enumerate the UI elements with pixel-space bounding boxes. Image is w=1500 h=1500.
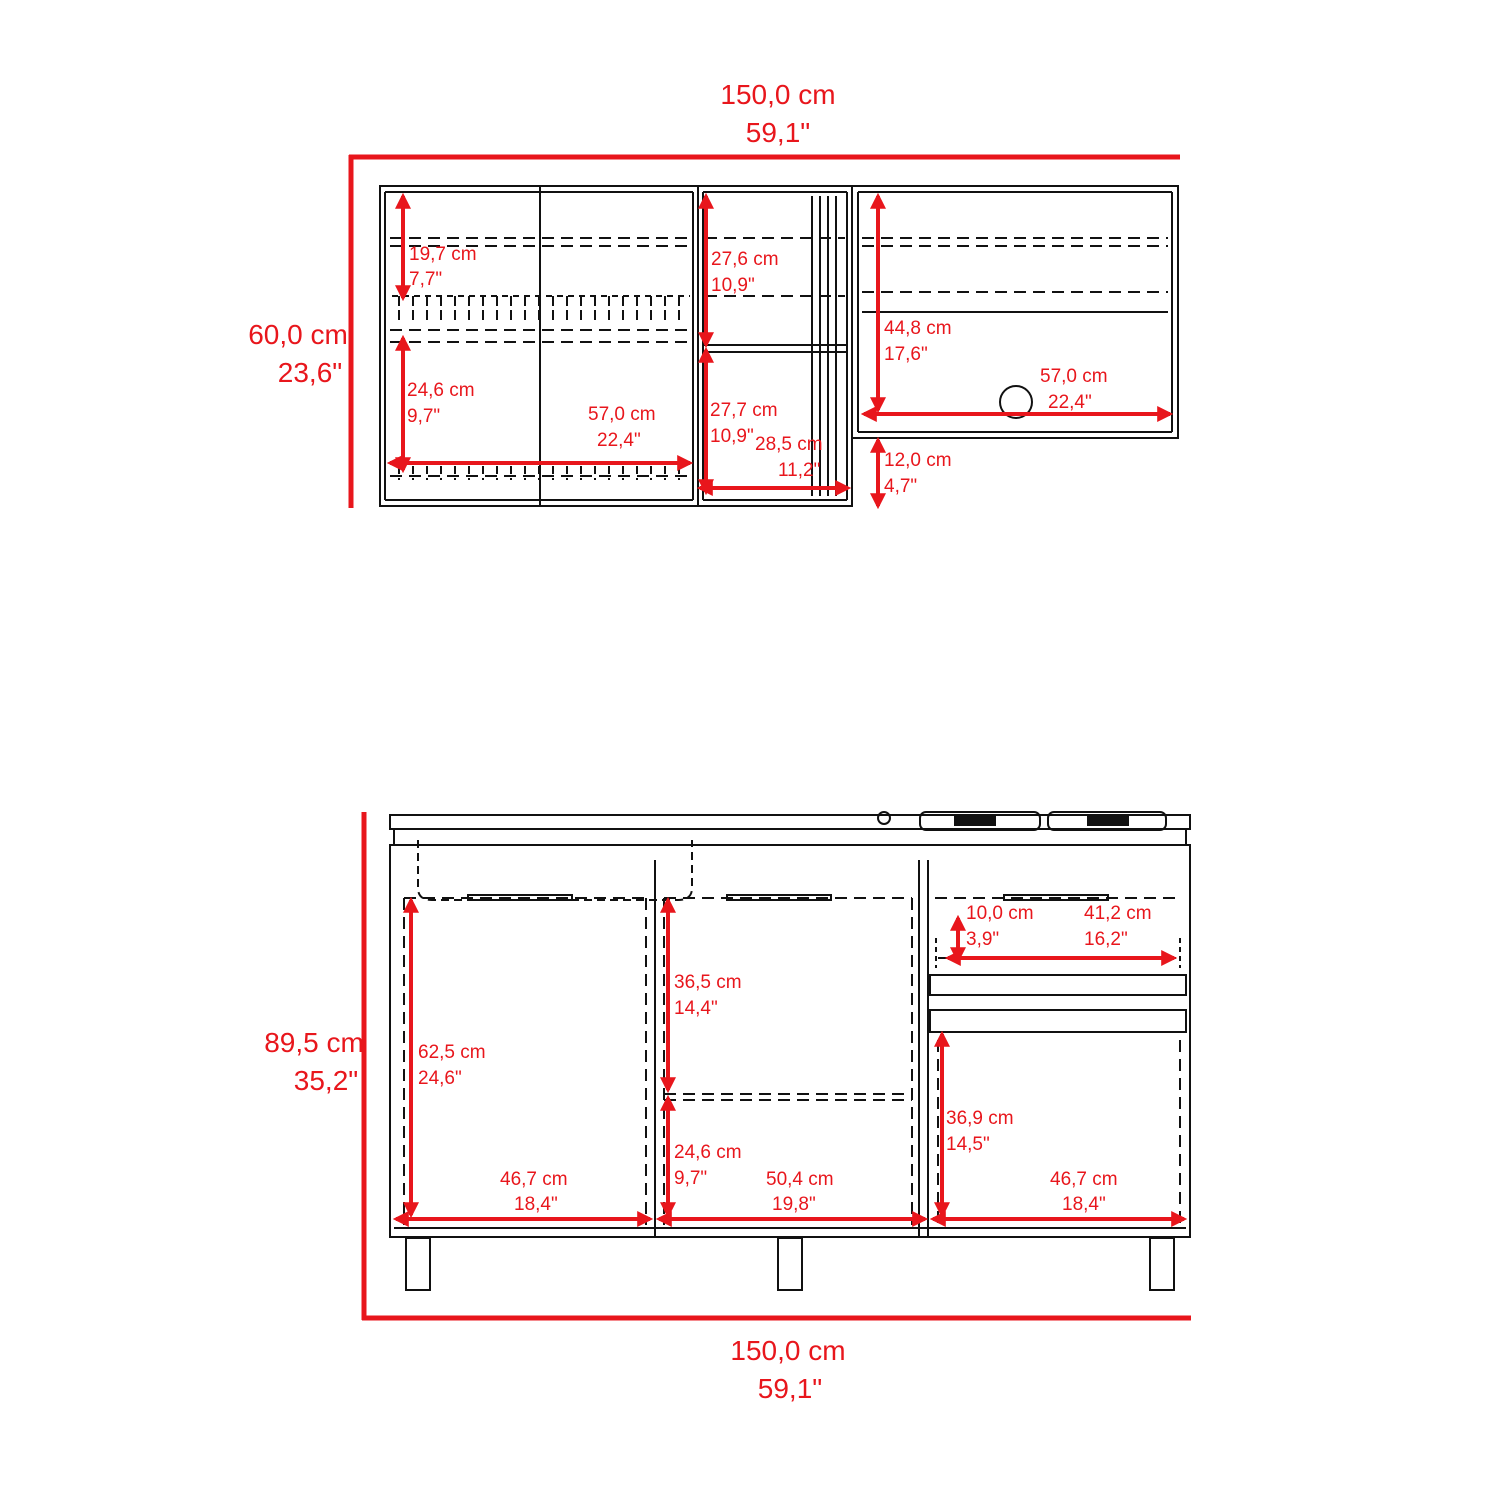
- upper-dish-top-cm: 19,7 cm: [409, 244, 477, 265]
- upper-height-in: 23,6": [278, 357, 342, 388]
- lower-width-in: 59,1": [758, 1373, 822, 1404]
- lower-right-width-cm: 46,7 cm: [1050, 1169, 1118, 1190]
- upper-dish-width-in: 22,4": [597, 430, 641, 451]
- lower-left-height-cm: 62,5 cm: [418, 1042, 486, 1063]
- upper-tray-rack: [392, 466, 690, 480]
- gas-valve-icon: [877, 811, 891, 825]
- lower-height-in: 35,2": [294, 1065, 358, 1096]
- lower-right-height-cm: 36,9 cm: [946, 1108, 1014, 1129]
- lower-width-cm: 150,0 cm: [730, 1335, 845, 1366]
- lower-middle-upper-cm: 36,5 cm: [674, 972, 742, 993]
- upper-dish-rack: [392, 296, 690, 324]
- upper-height-cm: 60,0 cm: [248, 319, 348, 350]
- lower-leg-middle: [777, 1237, 803, 1291]
- lower-handle-right: [1003, 894, 1109, 901]
- lower-dim-arrows: [392, 896, 1188, 1227]
- upper-middle-upper-in: 10,9": [711, 275, 755, 296]
- lower-drawer-height-in: 3,9": [966, 929, 999, 950]
- lower-drawer-width-in: 16,2": [1084, 929, 1128, 950]
- lower-leg-left: [405, 1237, 431, 1291]
- lower-middle-upper-in: 14,4": [674, 998, 718, 1019]
- lower-right-width-in: 18,4": [1062, 1194, 1106, 1215]
- lower-middle-lower-in: 9,7": [674, 1168, 707, 1189]
- lower-middle-width-in: 19,8": [772, 1194, 816, 1215]
- lower-overall-dims: [361, 812, 1191, 1321]
- upper-cabinet: [379, 185, 1179, 507]
- lower-drawer: [929, 974, 1187, 996]
- lower-drawer-height-cm: 10,0 cm: [966, 903, 1034, 924]
- lower-cabinet: [389, 811, 1191, 1291]
- upper-dim-arrows: [386, 192, 1174, 510]
- upper-middle-upper-cm: 27,6 cm: [711, 249, 779, 270]
- upper-dish-width-cm: 57,0 cm: [588, 404, 656, 425]
- lower-height-cm: 89,5 cm: [264, 1027, 364, 1058]
- upper-right-unit: [851, 185, 1179, 439]
- lower-middle-lower-cm: 24,6 cm: [674, 1142, 742, 1163]
- upper-dish-bottom-in: 9,7": [407, 406, 440, 427]
- upper-right-height-in: 17,6": [884, 344, 928, 365]
- upper-right-width-in: 22,4": [1048, 392, 1092, 413]
- upper-overall-dims: [348, 154, 1180, 508]
- lower-left-width-cm: 46,7 cm: [500, 1169, 568, 1190]
- lower-handle-left: [467, 894, 573, 901]
- lower-sink-bowl: [417, 840, 693, 901]
- upper-right-width-cm: 57,0 cm: [1040, 366, 1108, 387]
- lower-left-height-in: 24,6": [418, 1068, 462, 1089]
- upper-right-gap-cm: 12,0 cm: [884, 450, 952, 471]
- upper-middle-width-cm: 28,5 cm: [755, 434, 823, 455]
- lower-countertop: [389, 814, 1191, 830]
- upper-width-cm: 150,0 cm: [720, 79, 835, 110]
- upper-right-gap-in: 4,7": [884, 476, 917, 497]
- lower-left-width-in: 18,4": [514, 1194, 558, 1215]
- lower-handle-middle: [726, 894, 832, 901]
- lower-middle-width-cm: 50,4 cm: [766, 1169, 834, 1190]
- upper-right-height-cm: 44,8 cm: [884, 318, 952, 339]
- upper-width-in: 59,1": [746, 117, 810, 148]
- upper-middle-width-in: 11,2": [778, 460, 820, 481]
- upper-dish-bottom-cm: 24,6 cm: [407, 380, 475, 401]
- lower-drawer-width-cm: 41,2 cm: [1084, 903, 1152, 924]
- stove-burners: [877, 811, 1167, 831]
- upper-middle-lower-cm: 27,7 cm: [710, 400, 778, 421]
- upper-dish-top-in: 7,7": [409, 269, 442, 290]
- upper-middle-lower-in: 10,9": [710, 426, 754, 447]
- lower-right-height-in: 14,5": [946, 1134, 990, 1155]
- lower-leg-right: [1149, 1237, 1175, 1291]
